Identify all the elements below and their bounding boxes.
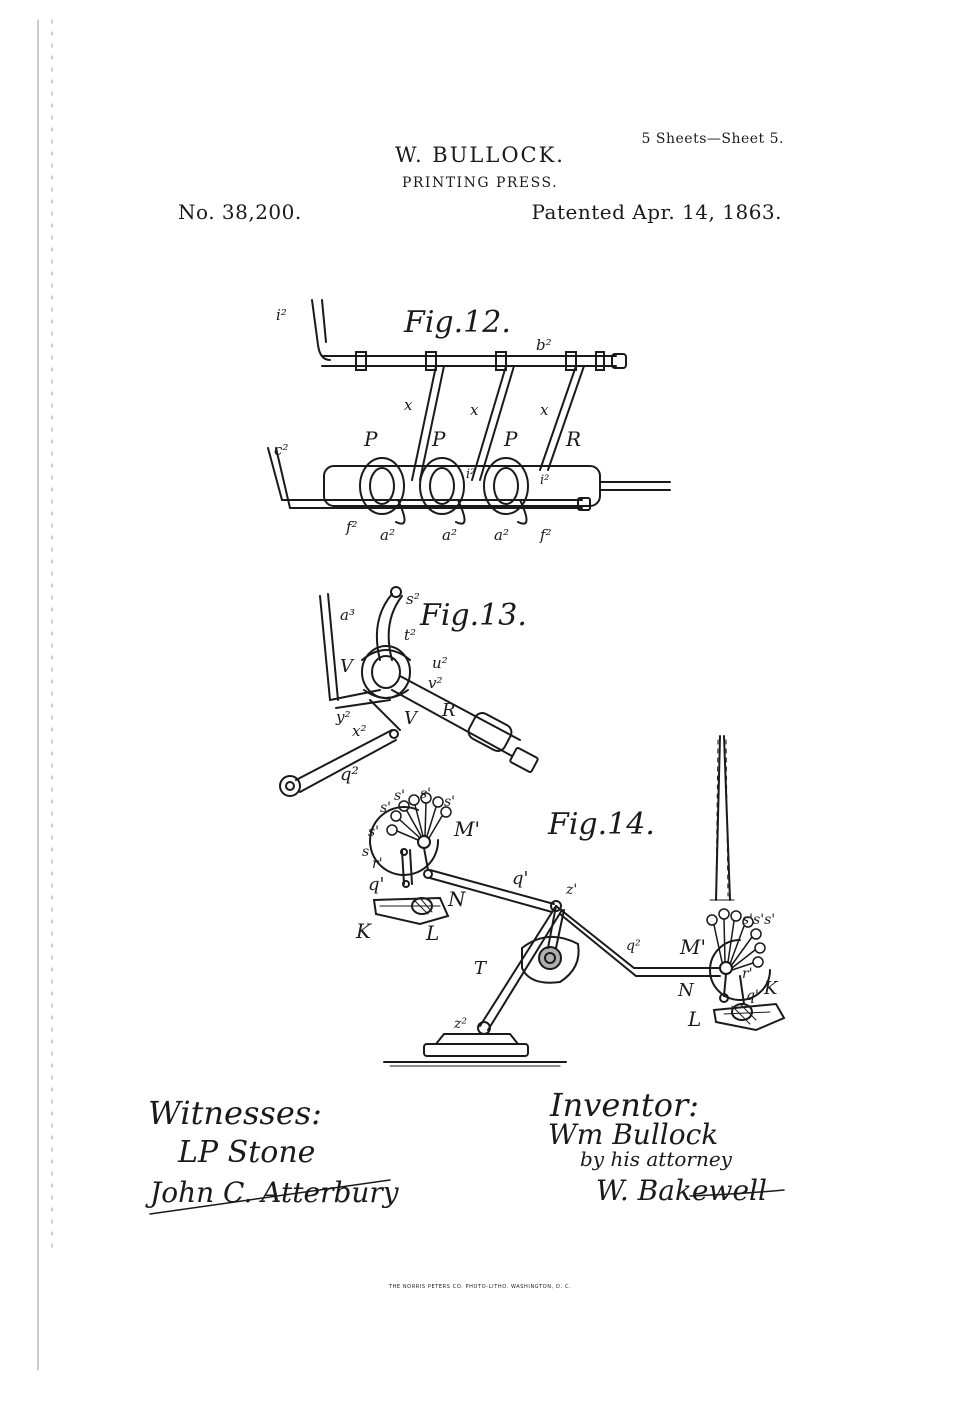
fig14-part-label: s'	[380, 800, 391, 816]
fig12-part-label: P	[503, 427, 518, 451]
fig14-part-label: r'	[742, 966, 753, 982]
fig14-part-label: s'	[362, 844, 373, 860]
fig14-part-label: z²	[453, 1016, 467, 1032]
figure-14-drawing	[369, 735, 786, 1067]
fig14-part-label: s's's'	[742, 912, 775, 928]
fig14-part-label: s'	[368, 824, 379, 840]
figure-13-drawing	[279, 586, 539, 797]
fig12-part-label: P	[431, 427, 446, 451]
fig13-part-label: V	[340, 656, 355, 677]
inventor-label: Inventor:	[549, 1086, 699, 1124]
fig12-part-label: x	[540, 401, 549, 419]
patent-number: No. 38,200.	[178, 200, 302, 224]
figure-12-label: Fig.12.	[403, 305, 511, 340]
fig13-part-label: q²	[340, 764, 359, 785]
inventor-signature: Wm Bullock	[548, 1118, 718, 1151]
fig13-part-label: t²	[404, 626, 416, 644]
fig12-part-label: c²	[274, 441, 288, 459]
fig13-part-label: x²	[352, 722, 366, 740]
fig12-part-label: x	[404, 396, 413, 414]
page-edge-marks	[37, 19, 53, 1371]
fig12-part-label: i²	[466, 467, 475, 482]
fig14-part-label: r'	[372, 856, 383, 872]
by-attorney-text: by his attorney	[580, 1147, 733, 1171]
witnesses-label: Witnesses:	[148, 1094, 322, 1132]
fig13-part-label: u²	[432, 654, 448, 672]
fig13-part-label: s²	[406, 590, 420, 608]
fig14-part-label: q'	[512, 868, 528, 889]
figure-12-drawing	[267, 299, 671, 525]
figure-titles: Fig.12. Fig.13. Fig.14.	[403, 305, 655, 842]
fig14-part-label: z'	[565, 882, 577, 898]
fig13-part-label: a³	[340, 606, 355, 624]
fig14-part-label: q²	[626, 938, 641, 954]
fig14-part-label: K	[355, 919, 372, 943]
fig14-part-label: N	[677, 980, 695, 1001]
fig13-part-label: y²	[335, 708, 351, 726]
fig13-part-label: v²	[428, 674, 443, 692]
fig14-part-label: q'	[746, 988, 759, 1004]
figure-13-label: Fig.13.	[419, 598, 527, 633]
fig14-part-label: T	[474, 958, 488, 979]
witness-signature-2: John C. Atterbury	[145, 1176, 400, 1209]
printer-credit: THE NORRIS PETERS CO. PHOTO-LITHO. WASHI…	[388, 1284, 572, 1290]
fig12-part-label: a²	[494, 526, 509, 544]
fig12-part-label: a²	[442, 526, 457, 544]
fig13-part-label: R	[441, 700, 456, 721]
fig12-part-label: x	[470, 401, 479, 419]
fig14-part-label: N	[447, 887, 467, 911]
signatures: Witnesses: LP Stone John C. Atterbury In…	[145, 1086, 767, 1209]
fig14-part-label: M'	[679, 935, 706, 959]
fig12-part-label: i²	[540, 473, 549, 488]
fig13-part-label: V	[404, 708, 419, 729]
patent-date: Patented Apr. 14, 1863.	[531, 200, 782, 224]
signature-flourishes	[149, 1179, 785, 1215]
fig12-part-label: a²	[380, 526, 395, 544]
witness-signature-1: LP Stone	[177, 1135, 315, 1170]
fig14-part-label: L	[687, 1007, 701, 1031]
fig12-part-label: f²	[345, 518, 358, 536]
fig14-part-label: s'	[444, 794, 455, 810]
figure-13-labels: a³ s² t² V u² v² y² x² V R q²	[335, 590, 456, 785]
figure-14-labels: s' s' s' s' s' s' M' r' q' N q' z' K L T…	[355, 786, 779, 1032]
fig12-part-label: R	[565, 427, 581, 451]
inventor-name: W. BULLOCK.	[395, 143, 565, 167]
patent-title: PRINTING PRESS.	[401, 175, 559, 191]
fig14-part-label: s'	[394, 788, 405, 804]
fig12-part-label: i²	[276, 306, 287, 324]
attorney-signature: W. Bakewell	[596, 1174, 767, 1207]
fig12-part-label: f²	[539, 526, 552, 544]
figure-12-labels: i² b² x x x P P P R c² f² a² a² a² f² i²…	[274, 306, 581, 544]
fig14-part-label: K	[763, 978, 779, 999]
fig14-part-label: s'	[420, 786, 431, 802]
sheet-number: 5 Sheets—Sheet 5.	[641, 131, 784, 147]
fig14-part-label: L	[425, 921, 439, 945]
fig14-part-label: q'	[368, 874, 384, 895]
figure-14-label: Fig.14.	[547, 807, 655, 842]
fig14-part-label: M'	[453, 817, 480, 841]
fig12-part-label: b²	[536, 336, 552, 354]
fig12-part-label: P	[363, 427, 378, 451]
